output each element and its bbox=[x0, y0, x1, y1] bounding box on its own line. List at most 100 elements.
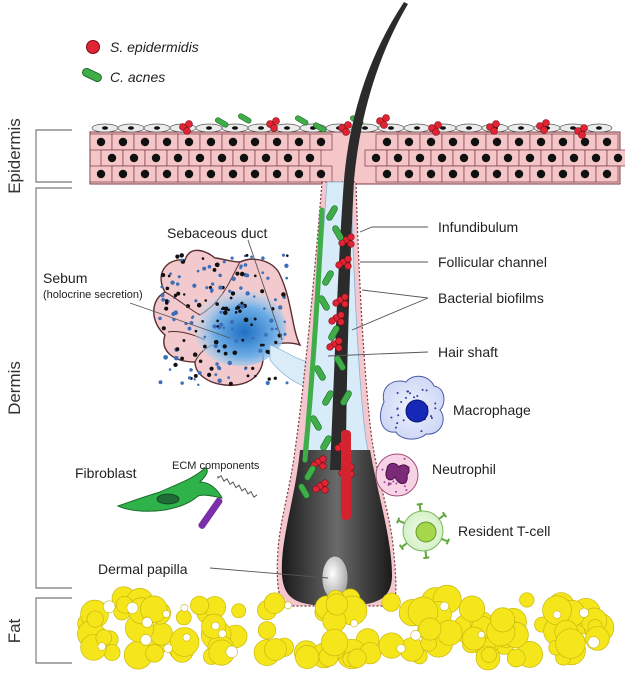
legend: S. epidermidis C. acnes bbox=[82, 39, 199, 85]
keratinocyte-nucleus bbox=[393, 153, 403, 163]
sebocyte-dot bbox=[214, 262, 220, 268]
keratinocyte-nucleus bbox=[492, 137, 502, 147]
keratinocyte-nucleus bbox=[228, 169, 238, 179]
keratinocyte-nucleus bbox=[525, 153, 535, 163]
sebocyte-dot bbox=[173, 355, 179, 361]
keratinocyte-nucleus bbox=[448, 169, 458, 179]
sebocyte-dot bbox=[229, 319, 235, 325]
c-acnes-bacterium bbox=[318, 295, 330, 311]
s-epidermidis-bacterium bbox=[332, 299, 340, 307]
sebocyte-dot bbox=[281, 253, 286, 257]
sebocyte-dot bbox=[244, 367, 247, 371]
fat-gap bbox=[140, 634, 152, 646]
s-epidermidis-bacterium bbox=[326, 343, 334, 351]
granule bbox=[404, 396, 407, 399]
sebocyte-dot bbox=[232, 350, 238, 356]
granule bbox=[402, 419, 405, 422]
c-acnes-bacterium bbox=[313, 122, 327, 133]
keratinocyte-nucleus bbox=[536, 169, 546, 179]
adipocyte bbox=[175, 609, 192, 626]
sebocyte-dot bbox=[261, 271, 265, 275]
sebocyte-dot bbox=[250, 255, 253, 259]
sebocyte-dot bbox=[168, 368, 172, 371]
ecm-fiber bbox=[217, 474, 258, 498]
keratinocyte-nucleus bbox=[613, 153, 623, 163]
c-acnes-bacterium bbox=[295, 115, 309, 126]
adipocyte bbox=[169, 627, 200, 657]
sebocyte-dot bbox=[198, 359, 203, 363]
keratinocyte-nucleus bbox=[162, 137, 172, 147]
sebocyte-dot bbox=[243, 263, 248, 267]
t-cell bbox=[396, 502, 450, 560]
corneocyte-remnant bbox=[284, 126, 290, 130]
sebocyte-dot bbox=[193, 378, 196, 381]
sebocyte-dot bbox=[239, 271, 245, 277]
sebocyte-dot bbox=[208, 285, 213, 290]
tcr-receptor-tip bbox=[416, 502, 423, 506]
sebocyte-dot bbox=[167, 274, 171, 278]
corneocyte-remnant bbox=[102, 126, 108, 130]
sebocyte-dot bbox=[273, 298, 277, 302]
sebocyte-dot bbox=[202, 266, 207, 271]
sebocyte-dot bbox=[197, 383, 200, 387]
sebocyte-dot bbox=[274, 340, 278, 344]
sebocyte-dot bbox=[235, 271, 240, 276]
sebocyte-dot bbox=[215, 362, 219, 366]
keratinocyte-nucleus bbox=[151, 153, 161, 163]
follicle-biofilm-bacteria bbox=[298, 205, 355, 520]
fat-gap bbox=[141, 616, 153, 628]
corneocyte-remnant bbox=[388, 126, 394, 130]
sebocyte-dot bbox=[171, 311, 176, 317]
sebocyte-dot bbox=[180, 258, 184, 262]
sebocyte-dot bbox=[185, 304, 190, 309]
c-acnes-bacterium bbox=[298, 483, 310, 499]
label-sebum: Sebum bbox=[43, 270, 87, 286]
tcr-receptor-tip bbox=[423, 556, 430, 560]
sebocyte-dot bbox=[234, 339, 239, 343]
sebocyte-dot bbox=[258, 348, 263, 353]
sebocyte-dot bbox=[253, 317, 257, 321]
granule bbox=[434, 402, 437, 405]
keratinocyte-nucleus bbox=[96, 137, 106, 147]
keratinocyte-nucleus bbox=[481, 153, 491, 163]
keratinocyte-nucleus bbox=[261, 153, 271, 163]
c-acnes-bacterium bbox=[332, 225, 344, 241]
adipocyte bbox=[190, 595, 210, 615]
granule bbox=[425, 389, 428, 392]
fat-gap bbox=[439, 601, 450, 612]
keratinocyte-nucleus bbox=[470, 169, 480, 179]
keratinocyte-nucleus bbox=[404, 137, 414, 147]
s-epidermidis-bacterium bbox=[328, 317, 336, 325]
label-ecm-components: ECM components bbox=[172, 460, 260, 472]
keratinocyte-nucleus bbox=[228, 137, 238, 147]
sebocyte-dot bbox=[196, 302, 202, 308]
keratinocyte-nucleus bbox=[426, 169, 436, 179]
s-epidermidis-bacterium bbox=[382, 114, 390, 122]
keratinocyte-nucleus bbox=[404, 169, 414, 179]
keratinocyte-nucleus bbox=[371, 153, 381, 163]
keratinocyte-nucleus bbox=[294, 137, 304, 147]
sebocyte-dot bbox=[161, 273, 166, 278]
keratinocyte-nucleus bbox=[459, 153, 469, 163]
granule bbox=[420, 430, 423, 433]
granule bbox=[403, 485, 406, 488]
adipocyte bbox=[320, 628, 349, 657]
s-epidermidis-bacterium bbox=[434, 121, 442, 129]
sebocyte-dot bbox=[243, 273, 248, 278]
fat-gap bbox=[587, 636, 600, 649]
adipocyte bbox=[555, 628, 586, 659]
s-epidermidis-biofilm bbox=[341, 430, 351, 520]
keratinocyte-nucleus bbox=[305, 153, 315, 163]
keratinocyte-nucleus bbox=[118, 137, 128, 147]
sebocyte-dot bbox=[173, 362, 178, 368]
s-epidermidis-bacterium bbox=[542, 119, 550, 127]
adipocyte bbox=[257, 621, 277, 640]
keratinocyte-nucleus bbox=[184, 169, 194, 179]
sebocyte-dot bbox=[217, 378, 222, 383]
sebocyte-dot bbox=[252, 295, 256, 298]
s-epidermidis-bacterium bbox=[319, 455, 327, 463]
sebocyte-dot bbox=[203, 344, 207, 349]
keratinocyte-nucleus bbox=[272, 169, 282, 179]
granule bbox=[413, 396, 416, 399]
sebocyte-dot bbox=[201, 257, 205, 260]
